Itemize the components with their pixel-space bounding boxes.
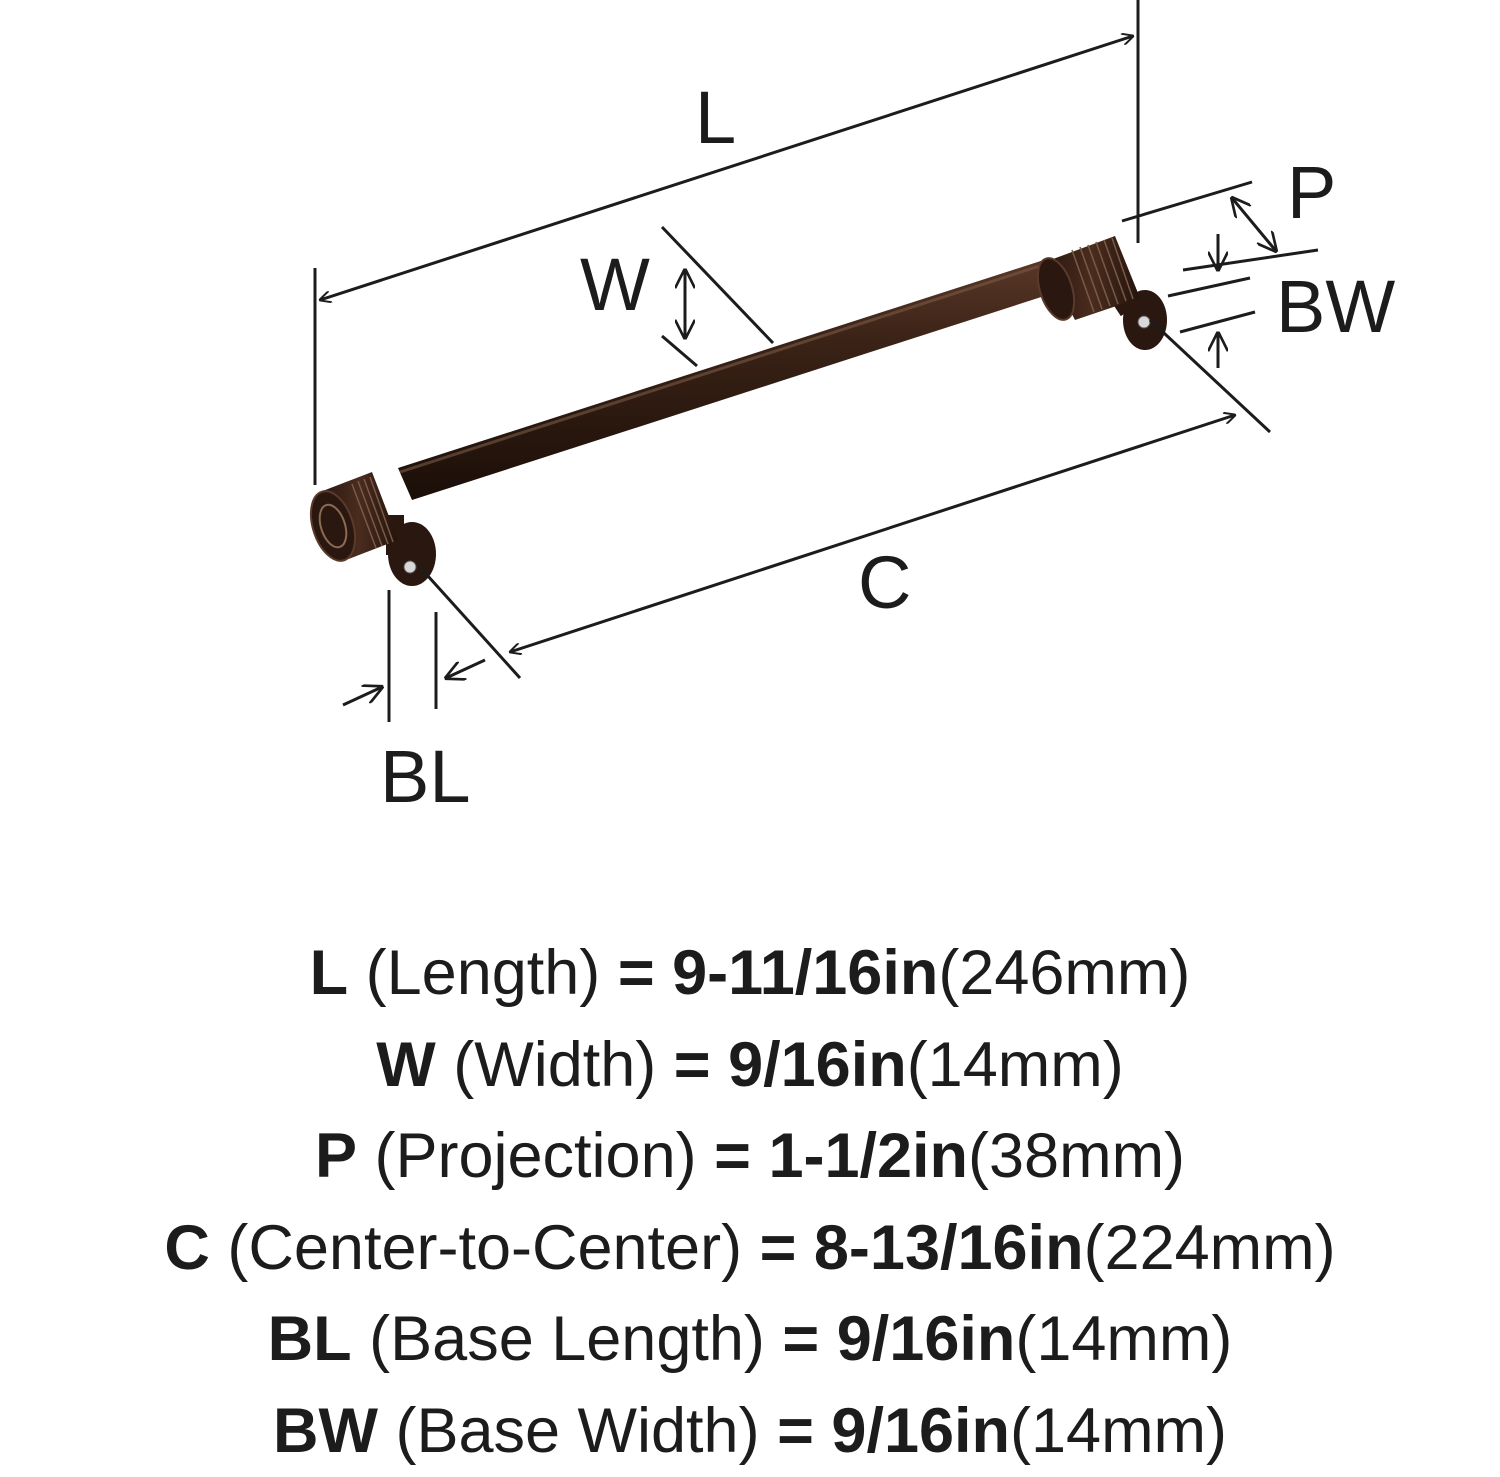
spec-symbol: BW [273, 1396, 378, 1466]
bl-arrow-left [343, 687, 382, 705]
spec-row-center-to-center: C (Center-to-Center) = 8-13/16in(224mm) [0, 1203, 1500, 1295]
w-extension-bottom [662, 336, 697, 366]
label-c: C [858, 541, 911, 624]
dimension-diagram: L W P BW C BL [0, 0, 1500, 880]
spec-row-projection: P (Projection) = 1-1/2in(38mm) [0, 1111, 1500, 1203]
spec-equals: = [618, 938, 655, 1008]
p-dimension-line [1232, 198, 1276, 251]
spec-symbol: W [376, 1030, 435, 1100]
spec-description: (Center-to-Center) [227, 1213, 742, 1283]
bw-extension-top [1168, 278, 1250, 296]
spec-description: (Base Length) [369, 1304, 765, 1374]
label-bl: BL [380, 735, 471, 818]
spec-equals: = [760, 1213, 797, 1283]
w-extension-top [662, 227, 773, 343]
label-l: L [695, 76, 736, 159]
spec-row-base-length: BL (Base Length) = 9/16in(14mm) [0, 1294, 1500, 1386]
spec-row-base-width: BW (Base Width) = 9/16in(14mm) [0, 1386, 1500, 1477]
spec-metric: (38mm) [968, 1121, 1185, 1191]
left-end-cap [303, 472, 398, 566]
cabinet-pull-illustration [303, 236, 1167, 586]
label-w: W [580, 243, 650, 326]
spec-imperial: 1-1/2in [768, 1121, 968, 1191]
c-extension-right [1150, 320, 1270, 432]
label-bw: BW [1276, 265, 1395, 348]
pull-bar [398, 258, 1063, 500]
spec-imperial: 9-11/16in [672, 938, 938, 1008]
spec-metric: (224mm) [1084, 1213, 1336, 1283]
spec-description: (Base Width) [395, 1396, 759, 1466]
spec-description: (Width) [453, 1030, 656, 1100]
spec-description: (Length) [366, 938, 601, 1008]
spec-row-width: W (Width) = 9/16in(14mm) [0, 1020, 1500, 1112]
spec-symbol: C [164, 1213, 210, 1283]
spec-equals: = [777, 1396, 814, 1466]
spec-imperial: 9/16in [728, 1030, 907, 1100]
spec-symbol: L [310, 938, 348, 1008]
spec-imperial: 9/16in [831, 1396, 1010, 1466]
bw-extension-bottom [1180, 312, 1255, 332]
bl-arrow-right [446, 660, 485, 678]
spec-metric: (14mm) [907, 1030, 1124, 1100]
spec-imperial: 9/16in [837, 1304, 1016, 1374]
label-p: P [1287, 151, 1336, 234]
spec-description: (Projection) [375, 1121, 697, 1191]
spec-metric: (14mm) [1015, 1304, 1232, 1374]
spec-equals: = [674, 1030, 711, 1100]
spec-imperial: 8-13/16in [814, 1213, 1084, 1283]
spec-equals: = [782, 1304, 819, 1374]
p-extension-top [1122, 182, 1252, 221]
spec-symbol: P [315, 1121, 357, 1191]
spec-metric: (14mm) [1010, 1396, 1227, 1466]
spec-symbol: BL [268, 1304, 352, 1374]
c-extension-left [418, 565, 520, 678]
specification-list: L (Length) = 9-11/16in(246mm) W (Width) … [0, 928, 1500, 1477]
spec-metric: (246mm) [938, 938, 1190, 1008]
spec-equals: = [714, 1121, 751, 1191]
spec-row-length: L (Length) = 9-11/16in(246mm) [0, 928, 1500, 1020]
